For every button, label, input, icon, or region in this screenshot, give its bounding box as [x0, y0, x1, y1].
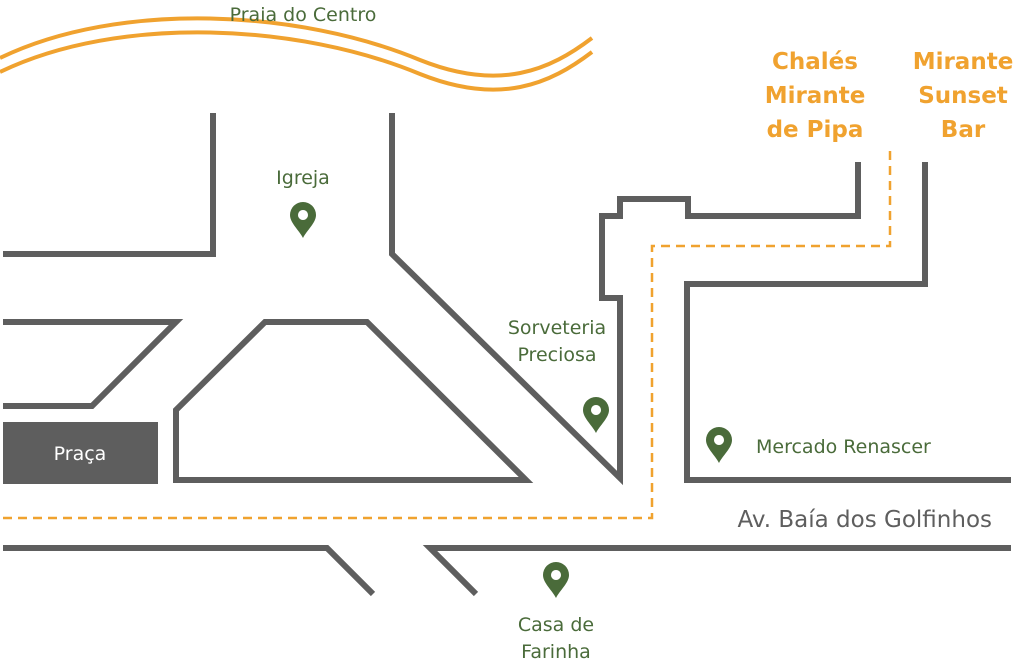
road-bottom-right	[422, 545, 1011, 597]
poi-mercado-label: Mercado Renascer	[756, 436, 931, 458]
map-pin-icon[interactable]	[543, 562, 569, 598]
beach-label: Praia do Centro	[230, 4, 377, 26]
road-bottom-left	[3, 545, 376, 597]
road-left-upper	[3, 113, 216, 257]
destination-bar-line2: Sunset	[918, 83, 1008, 109]
destination-chales-line1: Chalés	[772, 49, 858, 75]
poi-sorveteria-label-line1: Sorveteria	[508, 317, 606, 339]
road-network	[3, 113, 1011, 597]
destination-chales-line2: Mirante	[765, 83, 866, 109]
destination-bar-line1: Mirante	[913, 49, 1014, 75]
map-pin-icon[interactable]	[706, 427, 732, 463]
poi-igreja-label: Igreja	[276, 167, 330, 189]
road-block-trapezoid	[173, 319, 534, 483]
coastline	[0, 16, 594, 92]
destination-chales-line3: de Pipa	[767, 117, 864, 143]
street-label: Av. Baía dos Golfinhos	[738, 507, 992, 533]
route-path	[3, 148, 892, 520]
road-left-middle	[3, 319, 184, 409]
coastline-upper	[0, 16, 594, 78]
map-pin-icon[interactable]	[290, 202, 316, 238]
poi-casa-label-line2: Farinha	[521, 641, 591, 663]
map-pin-icon[interactable]	[583, 397, 609, 433]
poi-casa-label-line1: Casa de	[518, 614, 594, 636]
square-block	[3, 422, 158, 484]
coastline-lower	[0, 30, 594, 92]
road-right-block	[684, 162, 1011, 483]
destination-bar-line3: Bar	[941, 117, 986, 143]
road-diagonal-main	[389, 113, 861, 486]
poi-sorveteria-label-line2: Preciosa	[517, 344, 596, 366]
square-label: Praça	[54, 443, 107, 465]
